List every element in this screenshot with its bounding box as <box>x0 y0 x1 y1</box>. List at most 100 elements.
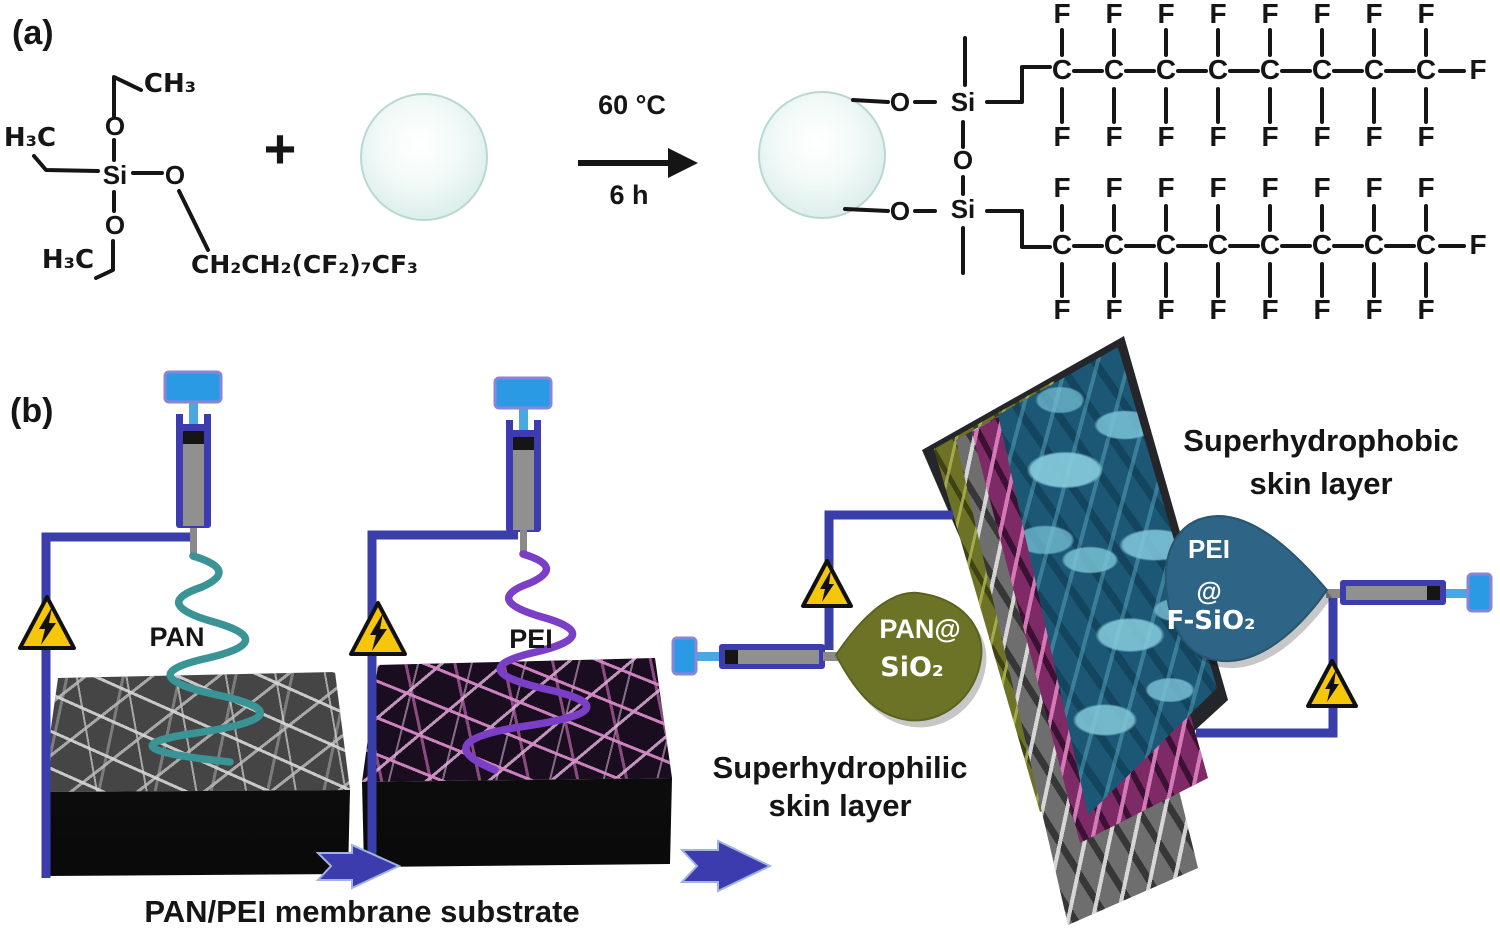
needle <box>823 652 838 661</box>
chain1-f-bottom: F <box>1105 121 1123 152</box>
high-voltage-icon <box>18 595 76 650</box>
silane-o-top: O <box>104 111 126 141</box>
chain1-f-bottom: F <box>1261 121 1279 152</box>
chain1-f-bottom: F <box>1365 121 1383 152</box>
philic-droplet-label-line1: PAN@ <box>879 614 961 644</box>
chain1-c: C <box>1363 54 1385 85</box>
substrate-caption: PAN/PEI membrane substrate <box>144 894 580 929</box>
silane-ch3-top: CH₃ <box>143 69 197 99</box>
philic-droplet-label-line2: SiO₂ <box>880 652 944 683</box>
chain2-f-bottom: F <box>1313 294 1331 325</box>
pan-fiber-coil <box>148 552 264 766</box>
plunger-cap <box>493 376 553 410</box>
chain2-f-top: F <box>1157 172 1175 203</box>
syringe-phobic-sprayer <box>1326 572 1493 613</box>
chain1-f-top: F <box>1261 0 1279 29</box>
chain2-f-bottom: F <box>1157 294 1175 325</box>
product-o-bridge: O <box>952 145 974 175</box>
chain2-f-bottom: F <box>1209 294 1227 325</box>
plunger-cap <box>671 636 698 676</box>
chain1-c: C <box>1103 54 1125 85</box>
silane-si: Si <box>102 160 128 190</box>
product-si-lower: Si <box>950 194 976 224</box>
philic-droplet <box>834 591 983 722</box>
chain1-c: C <box>1155 54 1177 85</box>
panel-b-label: (b) <box>10 392 54 430</box>
silane-o-bottom: O <box>104 210 126 240</box>
process-arrow-1 <box>315 843 402 890</box>
chain1-c: C <box>1311 54 1333 85</box>
chain2-f-bottom: F <box>1261 294 1279 325</box>
silica-sphere-reactant <box>360 93 488 221</box>
chain2-c: C <box>1363 229 1385 260</box>
pei-fiber-coil <box>462 550 591 774</box>
chain2-f-top: F <box>1209 172 1227 203</box>
chain2-f-bottom: F <box>1053 294 1071 325</box>
plus-sign: + <box>263 117 297 180</box>
chain2-c: C <box>1311 229 1333 260</box>
reaction-arrow <box>578 148 698 178</box>
chain1-f-top: F <box>1365 0 1383 29</box>
chain1-f-terminal: F <box>1469 54 1487 85</box>
chain2-c: C <box>1051 229 1073 260</box>
high-voltage-icon <box>349 601 407 656</box>
process-arrow-2 <box>679 839 773 893</box>
chain1-f-top: F <box>1313 0 1331 29</box>
silane-o-right: O <box>164 160 186 190</box>
syringe-pei <box>493 376 553 554</box>
chain2-f-top: F <box>1053 172 1071 203</box>
chain2-f-top: F <box>1313 172 1331 203</box>
plunger-cap <box>163 370 223 404</box>
pan-coil-label: PAN <box>149 622 205 652</box>
reaction-temperature: 60 °C <box>598 90 666 120</box>
reaction-time: 6 h <box>609 180 649 210</box>
phobic-droplet-label-line3: F-SiO₂ <box>1166 606 1256 636</box>
product-o-lower: O <box>889 196 911 226</box>
silane-h3c-bottom: H₃C <box>41 245 95 275</box>
syringe-pan <box>163 370 223 554</box>
phobic-droplet-label-line2: @ <box>1196 576 1222 606</box>
fluorochain-top-bonds <box>1060 28 1466 124</box>
chain2-c: C <box>1259 229 1281 260</box>
chain1-f-top: F <box>1157 0 1175 29</box>
chain1-c: C <box>1207 54 1229 85</box>
chain2-f-top: F <box>1261 172 1279 203</box>
chain1-c: C <box>1051 54 1073 85</box>
phobic-droplet <box>1164 514 1329 663</box>
superhydrophobic-caption-line2: skin layer <box>1249 466 1393 501</box>
chain2-f-bottom: F <box>1105 294 1123 325</box>
product-core-bonds <box>843 36 1052 275</box>
needle <box>190 528 197 554</box>
chain1-f-bottom: F <box>1417 121 1435 152</box>
chain1-f-bottom: F <box>1157 121 1175 152</box>
chain2-c: C <box>1415 229 1437 260</box>
chain1-f-bottom: F <box>1209 121 1227 152</box>
silica-sphere-product <box>758 91 886 219</box>
chain2-f-top: F <box>1365 172 1383 203</box>
plunger-cap <box>1466 572 1493 613</box>
superhydrophilic-caption-line2: skin layer <box>768 788 912 823</box>
plunger-rod <box>189 400 198 428</box>
chain2-f-top: F <box>1105 172 1123 203</box>
high-voltage-icon <box>1306 659 1358 708</box>
chain2-c: C <box>1103 229 1125 260</box>
chain1-c: C <box>1259 54 1281 85</box>
pei-coil-label: PEI <box>509 624 553 654</box>
syringe-philic-sprayer <box>671 636 838 676</box>
high-voltage-icon <box>801 559 853 608</box>
superhydrophobic-caption-line1: Superhydrophobic <box>1183 423 1459 458</box>
product-si-upper: Si <box>950 87 976 117</box>
product-o-upper: O <box>889 87 911 117</box>
wire-phobic-sprayer <box>1196 598 1338 738</box>
wire-pei-spinneret <box>367 530 518 868</box>
chain1-c: C <box>1415 54 1437 85</box>
chain1-f-top: F <box>1105 0 1123 29</box>
chain1-f-bottom: F <box>1053 121 1071 152</box>
fluorochain-bottom-bonds <box>1060 204 1466 298</box>
chain2-c: C <box>1207 229 1229 260</box>
needle <box>1326 589 1342 598</box>
chain2-f-bottom: F <box>1417 294 1435 325</box>
phobic-droplet-label-line1: PEI <box>1188 534 1230 564</box>
